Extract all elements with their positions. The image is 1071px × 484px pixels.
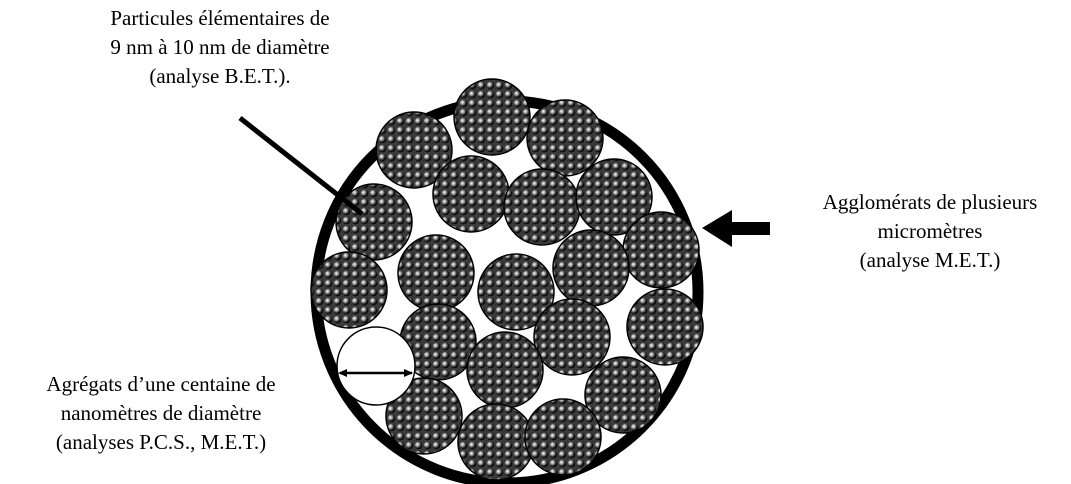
- aggregate-circle: [584, 356, 662, 434]
- aggregate-circle: [575, 158, 653, 236]
- aggregate-circle: [335, 183, 413, 261]
- aggregate-circle: [397, 234, 475, 312]
- aggregate-circle: [626, 288, 704, 366]
- aggregate-outline-empty: [336, 326, 416, 406]
- aggregate-circle: [453, 78, 531, 156]
- aggregate-circle: [526, 99, 604, 177]
- particles-label-line: (analyse B.E.T.).: [149, 64, 291, 88]
- aggregate-circle: [477, 253, 555, 331]
- aggregate-circle: [375, 111, 453, 189]
- aggregate-circle: [533, 298, 611, 376]
- aggregates-label-line: Agrégats d’une centaine de: [46, 372, 276, 396]
- aggregate-circle: [310, 251, 388, 329]
- aggregate-circle: [524, 398, 602, 476]
- aggregate-circle: [503, 168, 581, 246]
- aggregate-group: [310, 78, 704, 481]
- aggregates-label-line: nanomètres de diamètre: [60, 401, 262, 425]
- particles-pointer-line: [238, 116, 364, 216]
- particles-label: Particules élémentaires de 9 nm à 10 nm …: [64, 4, 376, 91]
- agglomerates-label-line: (analyse M.E.T.): [859, 248, 1001, 272]
- aggregate-circle: [466, 331, 544, 409]
- agglomerate-arrow: [702, 210, 770, 247]
- agglomerates-label-line: Agglomérats de plusieurs: [822, 190, 1038, 214]
- aggregates-label-line: (analyses P.C.S., M.E.T.): [55, 430, 267, 454]
- particles-label-line: Particules élémentaires de: [110, 6, 330, 30]
- aggregate-circle: [552, 229, 630, 307]
- aggregate-circle: [622, 211, 700, 289]
- aggregate-circle: [385, 377, 463, 455]
- aggregate-circle: [457, 403, 535, 481]
- agglomerates-label-line: micromètres: [877, 219, 983, 243]
- agglomerates-label: Agglomérats de plusieurs micromètres (an…: [780, 188, 1071, 275]
- aggregate-circle: [432, 155, 510, 233]
- aggregates-label: Agrégats d’une centaine de nanomètres de…: [0, 370, 322, 457]
- particles-label-line: 9 nm à 10 nm de diamètre: [110, 35, 330, 59]
